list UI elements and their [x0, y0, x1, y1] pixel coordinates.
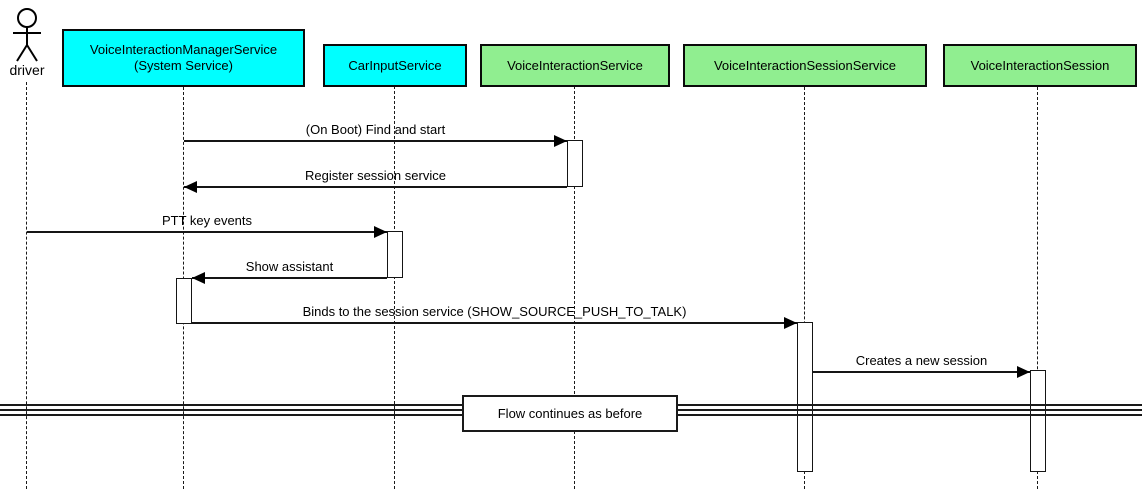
- participant-voice-interaction-session-service: VoiceInteractionSessionService: [683, 44, 927, 87]
- participant-car-input-service: CarInputService: [323, 44, 467, 87]
- activation-voice-interaction-session: [1030, 370, 1046, 472]
- message-label: PTT key events: [161, 213, 253, 228]
- arrowhead-right-icon: [554, 135, 567, 147]
- message-line: [813, 371, 1030, 373]
- activation-car-input-service: [387, 231, 403, 278]
- activation-voice-interaction-service: [567, 140, 583, 187]
- arrowhead-right-icon: [784, 317, 797, 329]
- arrowhead-left-icon: [184, 181, 197, 193]
- message-line: [192, 322, 797, 324]
- lifeline-voice-interaction-service: [574, 86, 575, 489]
- arrowhead-left-icon: [192, 272, 205, 284]
- activation-voice-interaction-session-service: [797, 322, 813, 472]
- lifeline-car-input-service: [394, 86, 395, 489]
- arrowhead-right-icon: [1017, 366, 1030, 378]
- message-line: [184, 186, 567, 188]
- message-line: [192, 277, 387, 279]
- message-line: [184, 140, 567, 142]
- message-label: Register session service: [305, 168, 446, 183]
- lifeline-voice-interaction-session-service: [804, 87, 805, 489]
- participant-voice-interaction-manager-service: VoiceInteractionManagerService (System S…: [62, 29, 305, 87]
- divider-label: Flow continues as before: [462, 395, 678, 432]
- actor-driver-label: driver: [9, 62, 45, 78]
- message-label: Show assistant: [245, 259, 334, 274]
- participant-voice-interaction-session: VoiceInteractionSession: [943, 44, 1137, 87]
- arrowhead-right-icon: [374, 226, 387, 238]
- message-label: Binds to the session service (SHOW_SOURC…: [302, 304, 687, 319]
- lifeline-voice-interaction-session: [1037, 87, 1038, 489]
- message-label: Creates a new session: [855, 353, 988, 368]
- participant-voice-interaction-service: VoiceInteractionService: [480, 44, 670, 87]
- actor-driver-icon: [13, 8, 41, 62]
- activation-voice-interaction-manager-service: [176, 278, 192, 324]
- message-label: (On Boot) Find and start: [305, 122, 446, 137]
- lifeline-driver: [26, 82, 27, 489]
- message-line: [27, 231, 387, 233]
